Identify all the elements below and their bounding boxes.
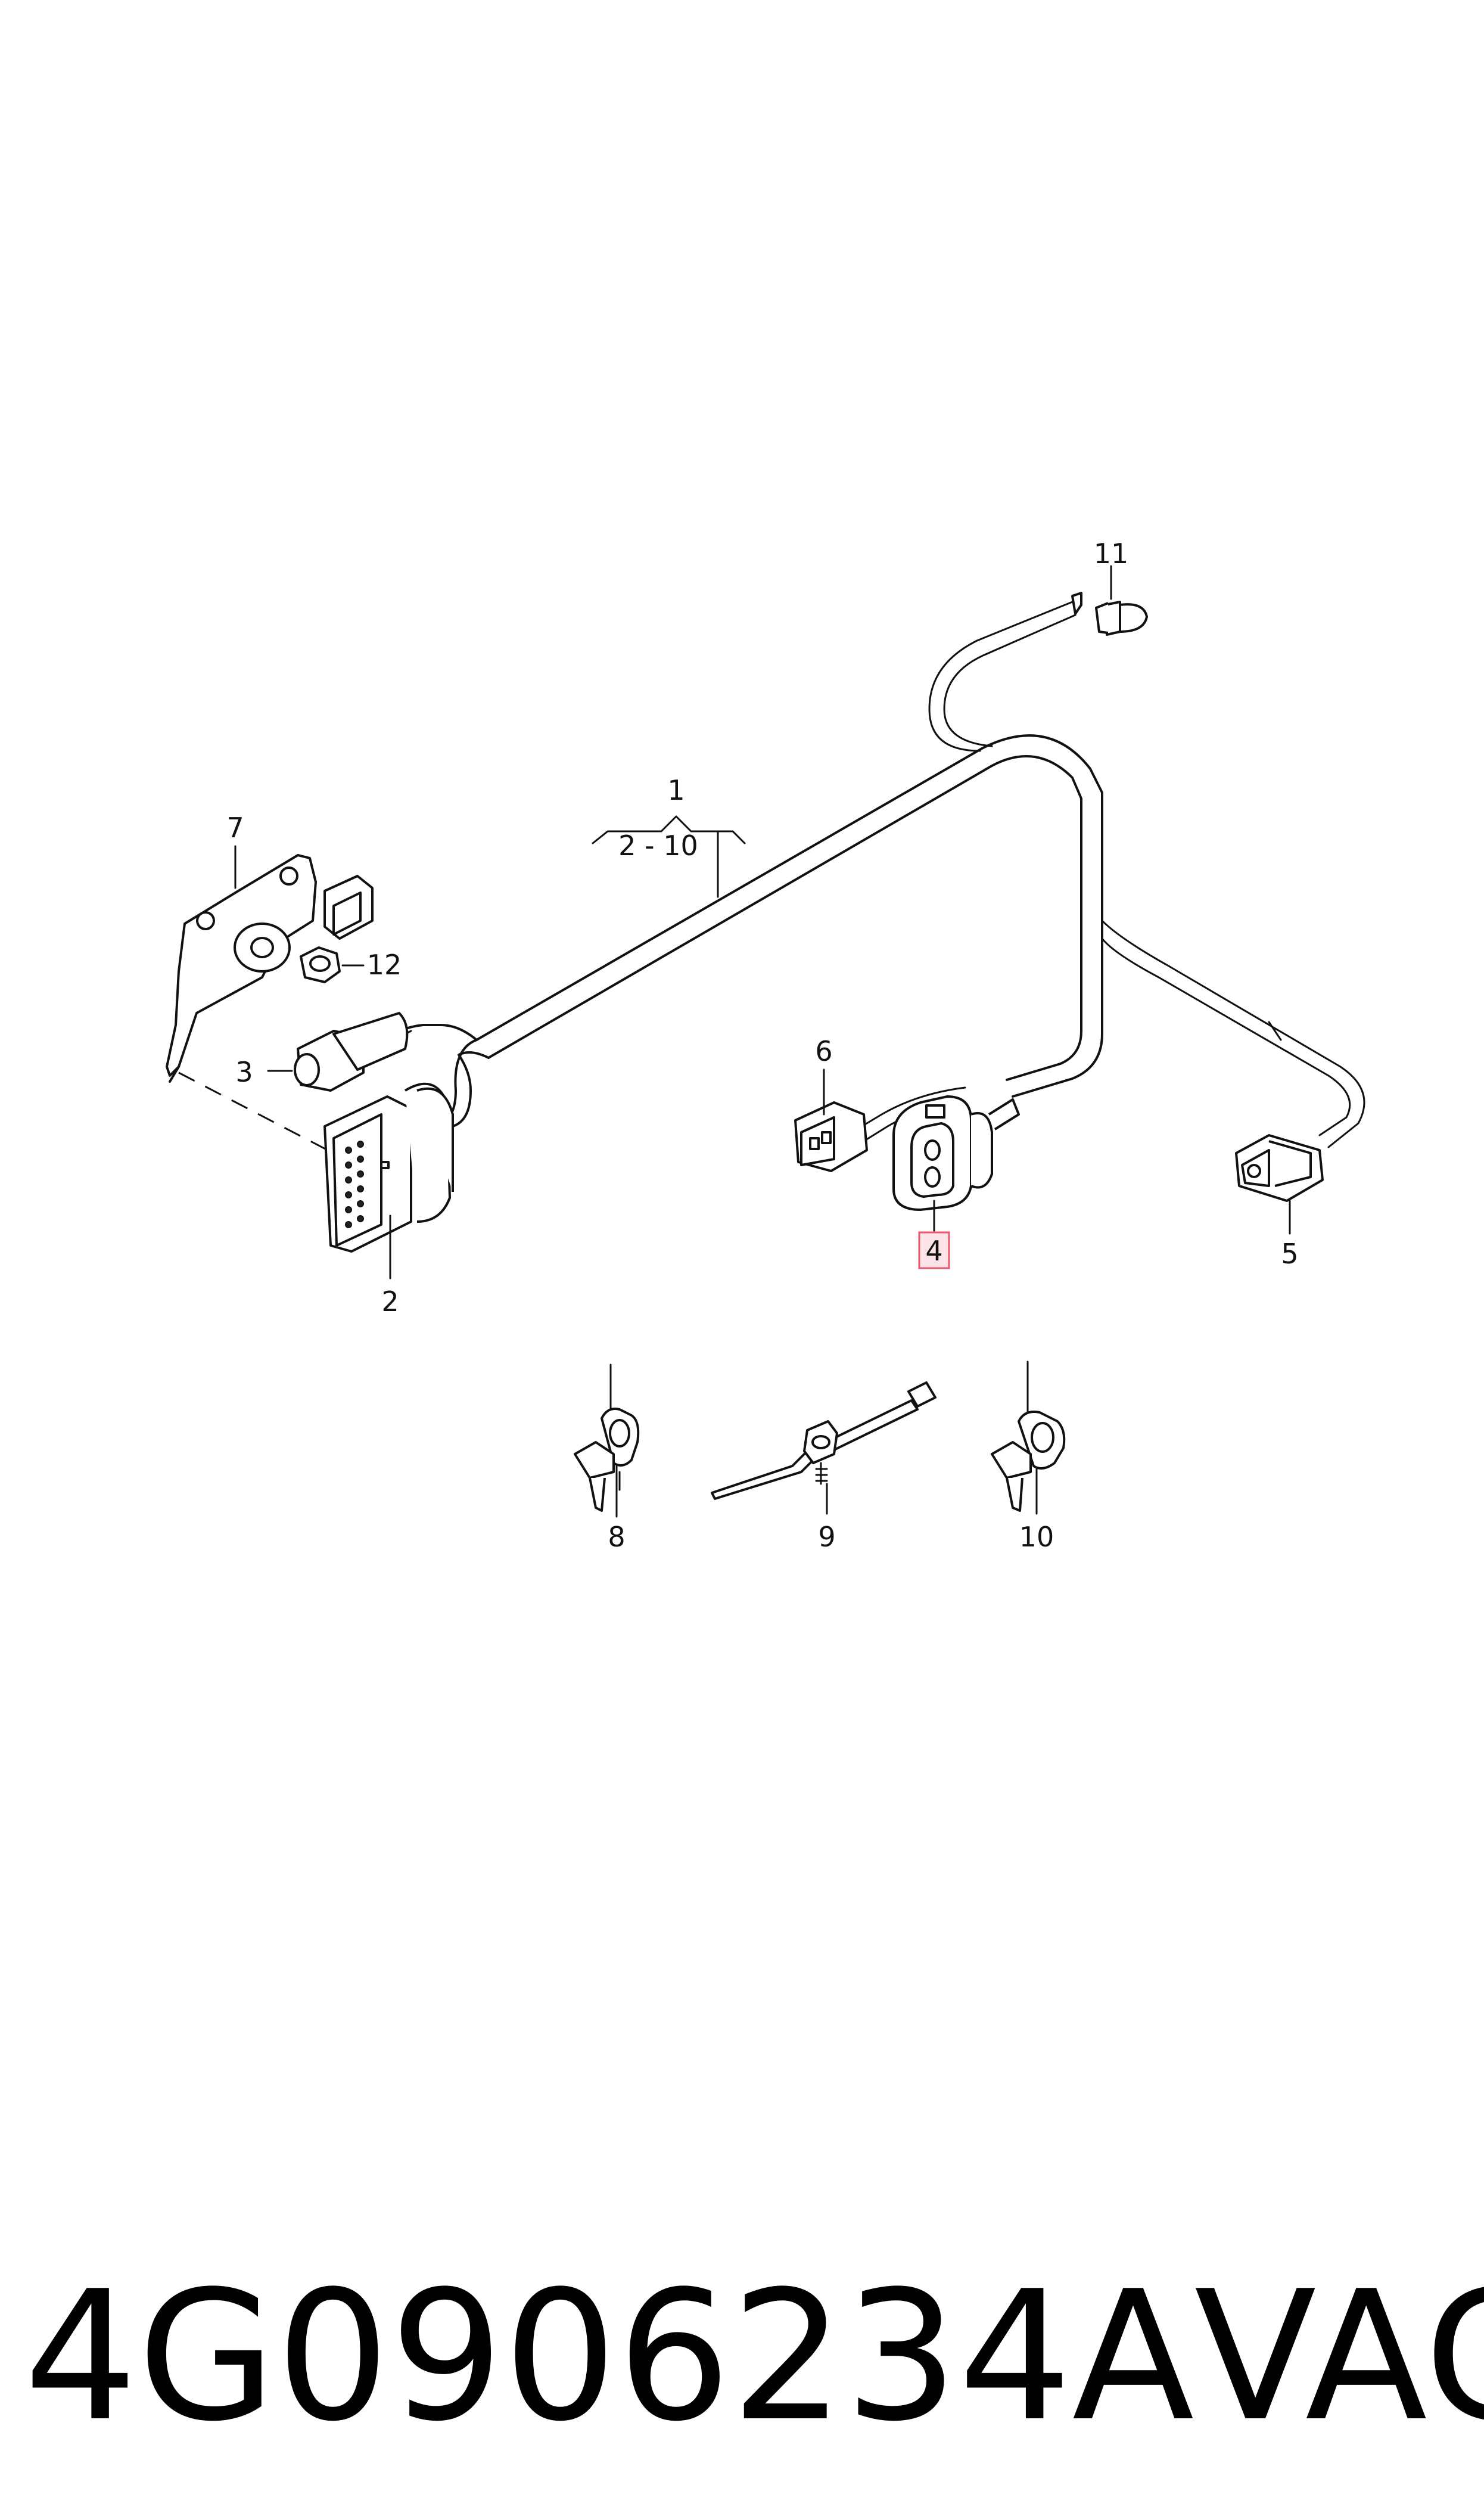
- callout-4-highlight[interactable]: 4: [918, 1231, 950, 1269]
- footer: 4G0906234A VAG: [24, 2253, 1484, 2461]
- clip-part-10[interactable]: [991, 1361, 1066, 1512]
- callout-1[interactable]: 1: [667, 774, 685, 806]
- brand-name: VAG: [1194, 2253, 1484, 2461]
- callout-2[interactable]: 2: [381, 1285, 399, 1318]
- connector-part-3[interactable]: [267, 1012, 409, 1092]
- callout-7[interactable]: 7: [226, 812, 244, 844]
- connector-part-2[interactable]: [323, 1082, 454, 1253]
- nut-part-12[interactable]: [300, 946, 365, 983]
- callout-6[interactable]: 6: [815, 1035, 832, 1067]
- leader-lines: [234, 815, 1038, 1518]
- clip-part-8[interactable]: [574, 1363, 640, 1512]
- connector-part-6[interactable]: [794, 1101, 868, 1172]
- wiring-harness-diagram: 1 2 - 10 2 3 4 5 6 7 8 9 10 11 12: [166, 538, 1365, 1553]
- connector-part-5[interactable]: [1235, 1134, 1324, 1235]
- callout-3[interactable]: 3: [235, 1056, 253, 1088]
- callout-11[interactable]: 11: [1094, 538, 1129, 570]
- callout-4-box[interactable]: [918, 1231, 950, 1269]
- cable-tie-part-9[interactable]: [711, 1381, 937, 1500]
- main-harness: [398, 601, 1365, 1148]
- callout-5[interactable]: 5: [1281, 1238, 1298, 1270]
- callout-8[interactable]: 8: [608, 1521, 625, 1553]
- connector-part-4[interactable]: [892, 1095, 1020, 1211]
- callout-4[interactable]: 4: [925, 1235, 942, 1267]
- callout-12[interactable]: 12: [367, 949, 402, 981]
- callout-1-range: 2 - 10: [618, 830, 698, 862]
- callout-10[interactable]: 10: [1019, 1521, 1054, 1553]
- part-number: 4G0906234A: [24, 2253, 1194, 2461]
- bracket-part-7[interactable]: [166, 854, 374, 1083]
- ground-bolt-part-11[interactable]: [1071, 565, 1148, 636]
- callout-9[interactable]: 9: [818, 1521, 835, 1553]
